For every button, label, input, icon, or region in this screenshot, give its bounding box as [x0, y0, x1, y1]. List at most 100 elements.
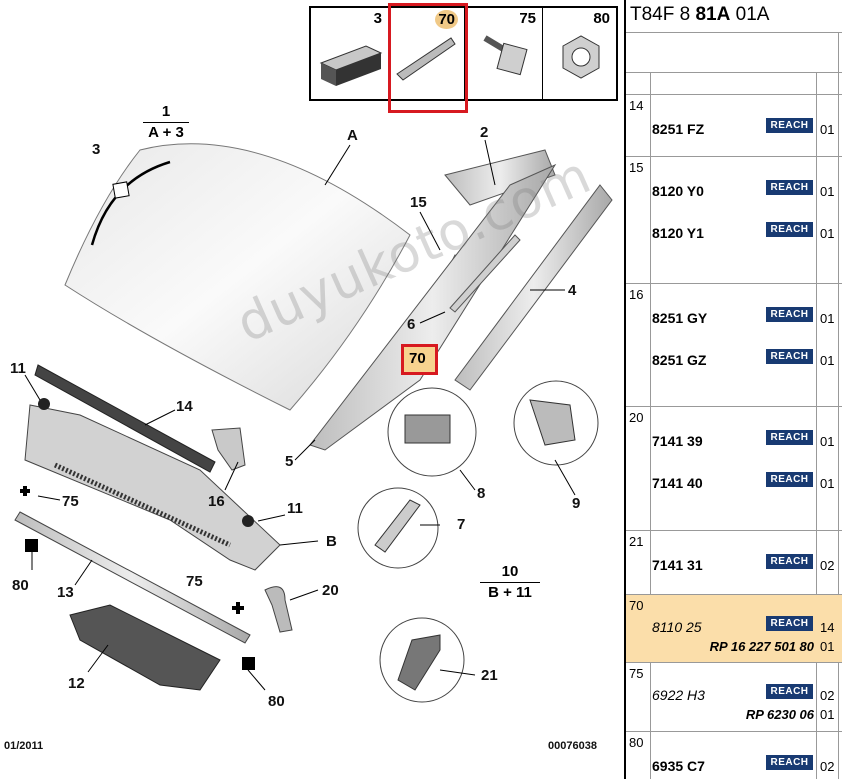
table-row[interactable]: 80 6935 C7 REACH 02 [626, 731, 842, 779]
part-4-pillar [454, 184, 613, 391]
cowl-panel [24, 404, 281, 571]
callout-11-b[interactable]: 11 [287, 500, 303, 517]
row-index: 80 [629, 735, 644, 750]
group-label-10: 10 B + 11 [480, 564, 540, 601]
quantity: 01 [820, 434, 835, 449]
fastener-legend: 3 70 75 80 [309, 6, 618, 101]
part-number[interactable]: 8120 Y0 [652, 183, 704, 199]
legend-num-80: 80 [593, 10, 610, 27]
part-number[interactable]: 6935 C7 [652, 758, 705, 774]
diagram-ref: 00076038 [548, 740, 597, 752]
cowl-grille [53, 462, 232, 548]
table-row[interactable]: 70 8110 25 REACH 14 01 RP 16 227 501 80 [626, 594, 842, 662]
part-number[interactable]: 8251 GY [652, 310, 708, 326]
callout-70: 70 [409, 350, 426, 367]
table-title-prefix: T84F 8 [630, 4, 691, 25]
callout-80-b[interactable]: 80 [268, 693, 285, 710]
callout-3[interactable]: 3 [92, 141, 101, 158]
reach-badge: REACH [766, 118, 813, 133]
group-10-sub: B + 11 [488, 584, 532, 601]
callout-15[interactable]: 15 [410, 194, 427, 211]
table-title: T84F 8 81A 01A [630, 4, 769, 26]
callout-6[interactable]: 6 [407, 316, 416, 333]
part-12-tray [69, 604, 221, 691]
row-index: 14 [629, 98, 644, 113]
part-number[interactable]: 7141 39 [652, 433, 703, 449]
callout-11-a[interactable]: 11 [10, 360, 26, 377]
callout-B[interactable]: B [326, 533, 337, 550]
callout-2[interactable]: 2 [480, 124, 489, 141]
replacement-ref: RP 16 227 501 80 [709, 639, 814, 654]
part-number[interactable]: 7141 40 [652, 475, 703, 491]
part-16-bracket [211, 427, 246, 471]
table-title-bold: 81A [695, 4, 731, 25]
callout-13[interactable]: 13 [57, 584, 74, 601]
part-number[interactable]: 8120 Y1 [652, 225, 704, 241]
quantity: 14 [820, 620, 835, 635]
callout-A[interactable]: A [347, 127, 358, 144]
row-index: 75 [629, 666, 644, 681]
quantity: 01 [820, 311, 835, 326]
group-1-sub: A + 3 [148, 124, 184, 141]
reach-badge: REACH [766, 684, 813, 699]
callout-9[interactable]: 9 [572, 495, 581, 512]
quantity-secondary: 01 [820, 639, 835, 654]
callout-75-a[interactable]: 75 [62, 493, 79, 510]
reach-badge: REACH [766, 616, 813, 631]
part-number[interactable]: 7141 31 [652, 557, 703, 573]
legend-num-70: 70 [435, 10, 458, 29]
part-13-bar [14, 511, 251, 644]
part-number[interactable]: 8251 GZ [652, 352, 707, 368]
legend-highlight-frame [388, 3, 468, 113]
diagram-drawing [14, 139, 613, 703]
reach-badge: REACH [766, 755, 813, 770]
callout-12[interactable]: 12 [68, 675, 85, 692]
group-1-num: 1 [161, 103, 171, 120]
reach-badge: REACH [766, 472, 813, 487]
callout-20[interactable]: 20 [322, 582, 339, 599]
nut-80b [242, 657, 255, 670]
quantity-secondary: 01 [820, 707, 835, 722]
exploded-parts-diagram: duyukoto.com 1 A + 3 10 B + 11 3 A 2 15 … [4, 3, 618, 752]
clip-bracket-icon [396, 37, 456, 81]
reach-badge: REACH [766, 307, 813, 322]
replacement-ref: RP 6230 06 [745, 707, 814, 722]
callout-8[interactable]: 8 [477, 485, 486, 502]
callout-75-b[interactable]: 75 [186, 573, 203, 590]
callout-70-highlight[interactable]: 70 [401, 344, 438, 375]
callout-5[interactable]: 5 [285, 453, 294, 470]
legend-cell-3[interactable]: 3 [311, 8, 389, 99]
part-14-strip [34, 364, 216, 473]
callout-14[interactable]: 14 [176, 398, 193, 415]
foam-block-icon [319, 45, 383, 86]
nut-icon [562, 35, 600, 79]
part-number[interactable]: 8110 25 [652, 619, 702, 635]
quantity: 01 [820, 226, 835, 241]
callout-4[interactable]: 4 [568, 282, 577, 299]
part-number[interactable]: 8251 FZ [652, 121, 705, 137]
legend-cell-70[interactable]: 70 [389, 8, 465, 99]
callout-16[interactable]: 16 [208, 493, 225, 510]
quantity: 02 [820, 759, 835, 774]
callout-21[interactable]: 21 [481, 667, 498, 684]
clip-75b [232, 602, 244, 614]
row-index: 70 [629, 598, 644, 613]
callout-80-a[interactable]: 80 [12, 577, 29, 594]
legend-cell-80[interactable]: 80 [543, 8, 616, 99]
reach-badge: REACH [766, 349, 813, 364]
diagram-date: 01/2011 [4, 740, 44, 752]
callout-7[interactable]: 7 [457, 516, 466, 533]
group-10-num: 10 [501, 563, 519, 580]
legend-num-75: 75 [519, 10, 536, 27]
legend-cell-75[interactable]: 75 [465, 8, 543, 99]
quantity: 02 [820, 558, 835, 573]
part-number[interactable]: 6922 H3 [652, 687, 705, 703]
row-index: 16 [629, 287, 644, 302]
group-label-1: 1 A + 3 [143, 104, 189, 141]
